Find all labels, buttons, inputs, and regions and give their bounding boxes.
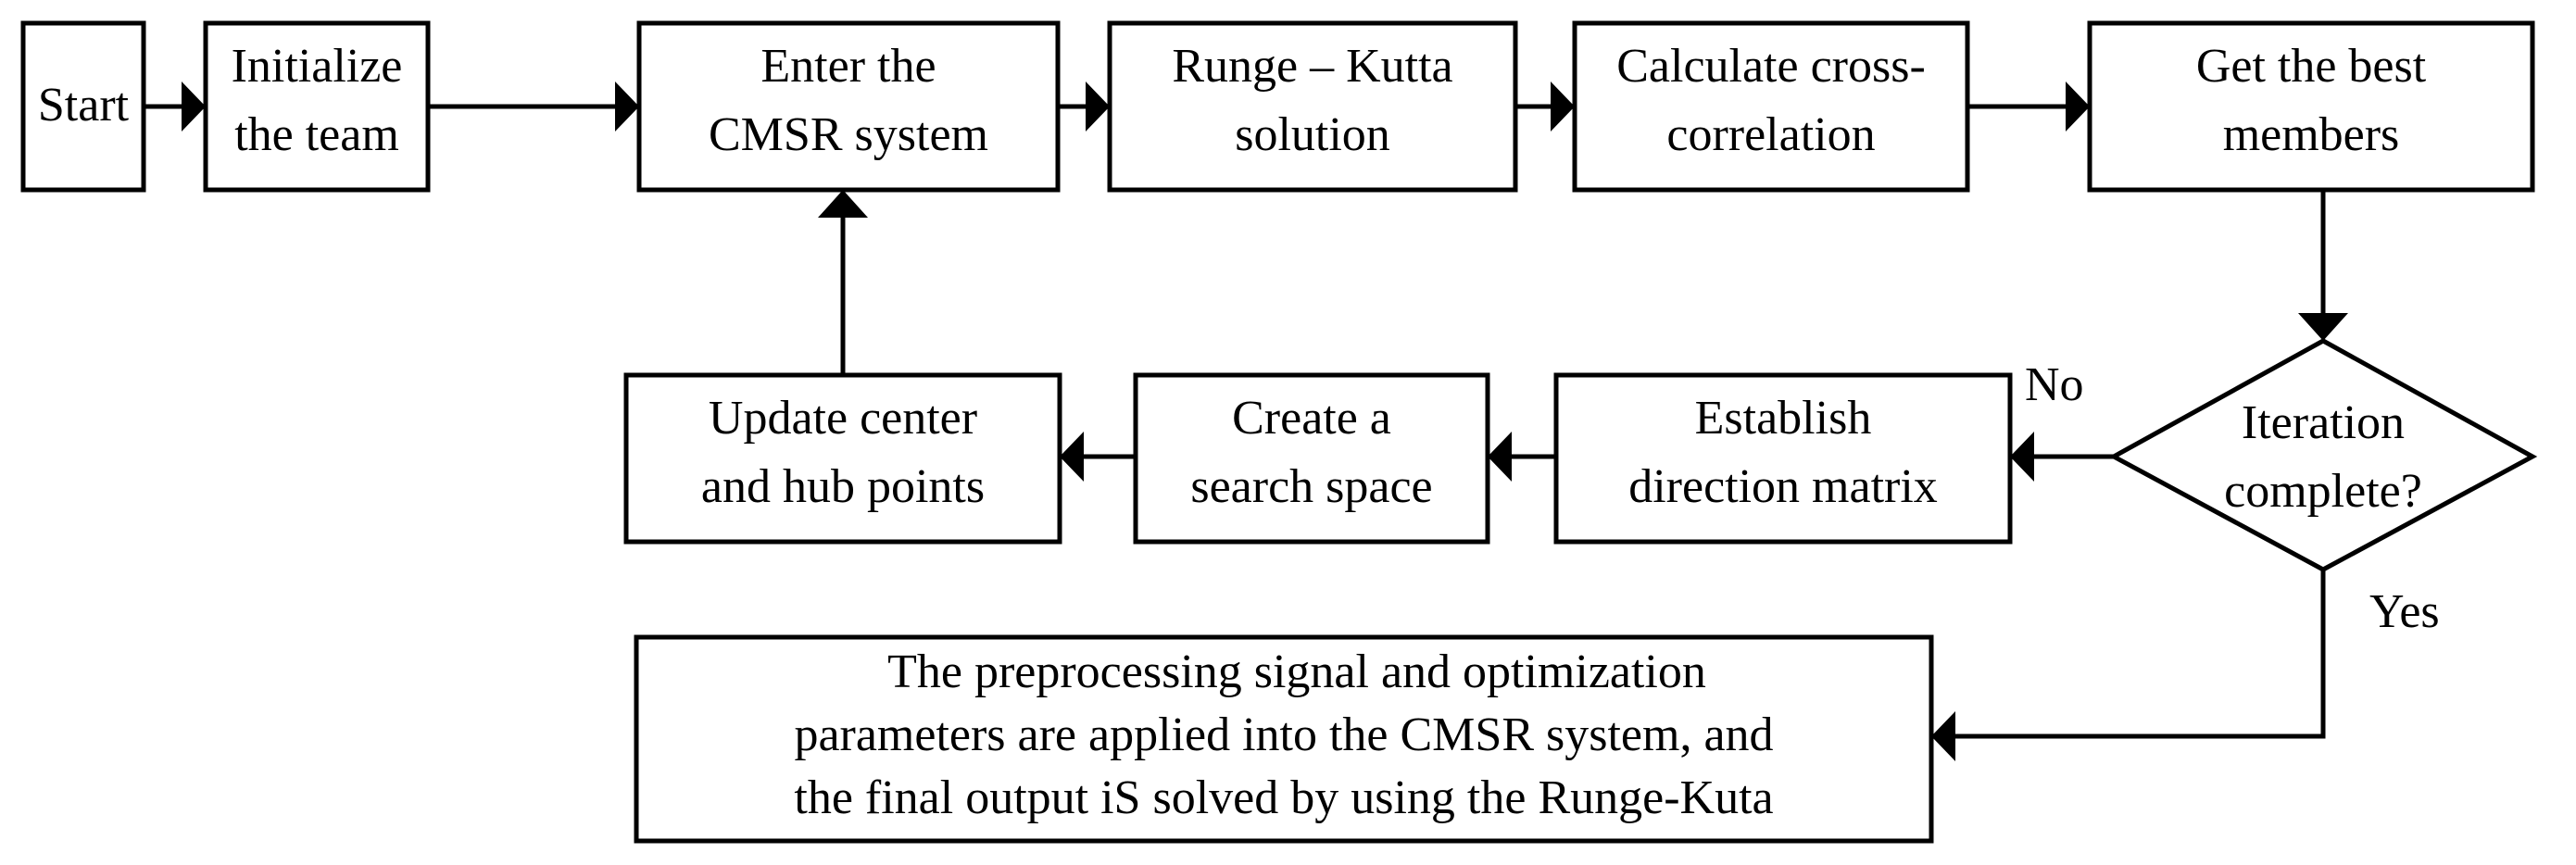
arrow-head-icon (1060, 432, 1084, 482)
arrow-head-icon (1086, 81, 1110, 132)
node-output-line3: the final output iS solved by using the … (794, 771, 1773, 824)
node-start-label: Start (38, 79, 130, 132)
node-iteration-complete-decision[interactable]: Iteration complete? (2108, 338, 2538, 572)
arrow-head-icon (1551, 81, 1575, 132)
arrow-head-icon (818, 190, 868, 218)
edge-start-to-initialize (144, 81, 206, 132)
node-initialize-line1: Initialize (232, 40, 403, 93)
edge-decision-to-direction-no (2010, 432, 2114, 482)
node-crosscorr-line1: Calculate cross- (1616, 40, 1926, 93)
arrow-head-icon (2298, 313, 2348, 341)
node-direction-line2: direction matrix (1628, 460, 1938, 513)
arrow-head-icon (182, 81, 206, 132)
node-crosscorr-line2: correlation (1666, 108, 1875, 161)
edge-label-yes: Yes (2369, 585, 2440, 638)
node-best-line1: Get the best (2196, 40, 2427, 93)
edge-direction-to-searchspace (1488, 432, 1556, 482)
node-output-line1: The preprocessing signal and optimizatio… (887, 646, 1706, 698)
node-updatecenter-line1: Update center (709, 392, 977, 445)
edge-decision-to-output-yes (1931, 570, 2326, 761)
node-calculate-cross-correlation[interactable]: Calculate cross- correlation (1572, 20, 1970, 193)
edge-updatecenter-to-enter (818, 190, 868, 375)
node-establish-direction-matrix[interactable]: Establish direction matrix (1553, 372, 2013, 545)
edge-best-to-decision (2298, 190, 2348, 341)
node-updatecenter-line2: and hub points (701, 460, 985, 513)
node-update-center-and-hub-points[interactable]: Update center and hub points (623, 372, 1062, 545)
arrow-head-icon (1931, 711, 1955, 761)
arrow-head-icon (1488, 432, 1512, 482)
node-enter-line1: Enter the (760, 40, 936, 93)
node-get-the-best-members[interactable]: Get the best members (2087, 20, 2535, 193)
node-decision-line1: Iteration (2242, 396, 2405, 449)
node-enter-line2: CMSR system (709, 108, 988, 161)
edge-searchspace-to-updatecenter (1060, 432, 1136, 482)
edge-enter-to-runge (1058, 81, 1110, 132)
node-runge-line1: Runge – Kutta (1172, 40, 1452, 93)
arrow-head-icon (2010, 432, 2034, 482)
edge-initialize-to-enter (428, 81, 639, 132)
node-initialize-line2: the team (234, 108, 399, 161)
node-create-a-search-space[interactable]: Create a search space (1133, 372, 1490, 545)
edge-runge-to-crosscorrelation (1515, 81, 1575, 132)
node-output-line2: parameters are applied into the CMSR sys… (794, 708, 1773, 761)
node-searchspace-line2: search space (1190, 460, 1432, 513)
node-searchspace-line1: Create a (1232, 392, 1391, 445)
node-runge-kutta-solution[interactable]: Runge – Kutta solution (1107, 20, 1518, 193)
node-direction-line1: Establish (1695, 392, 1872, 445)
arrow-head-icon (2066, 81, 2090, 132)
edge-label-no: No (2025, 358, 2084, 411)
arrow-head-icon (615, 81, 639, 132)
node-decision-line2: complete? (2224, 465, 2422, 518)
edge-crosscorrelation-to-best (1967, 81, 2090, 132)
node-output-summary[interactable]: The preprocessing signal and optimizatio… (634, 634, 1934, 844)
node-enter-cmsr-system[interactable]: Enter the CMSR system (636, 20, 1061, 193)
node-runge-line2: solution (1235, 108, 1390, 161)
node-start[interactable]: Start (20, 20, 146, 193)
node-best-line2: members (2223, 108, 2400, 161)
node-initialize-the-team[interactable]: Initialize the team (203, 20, 431, 193)
